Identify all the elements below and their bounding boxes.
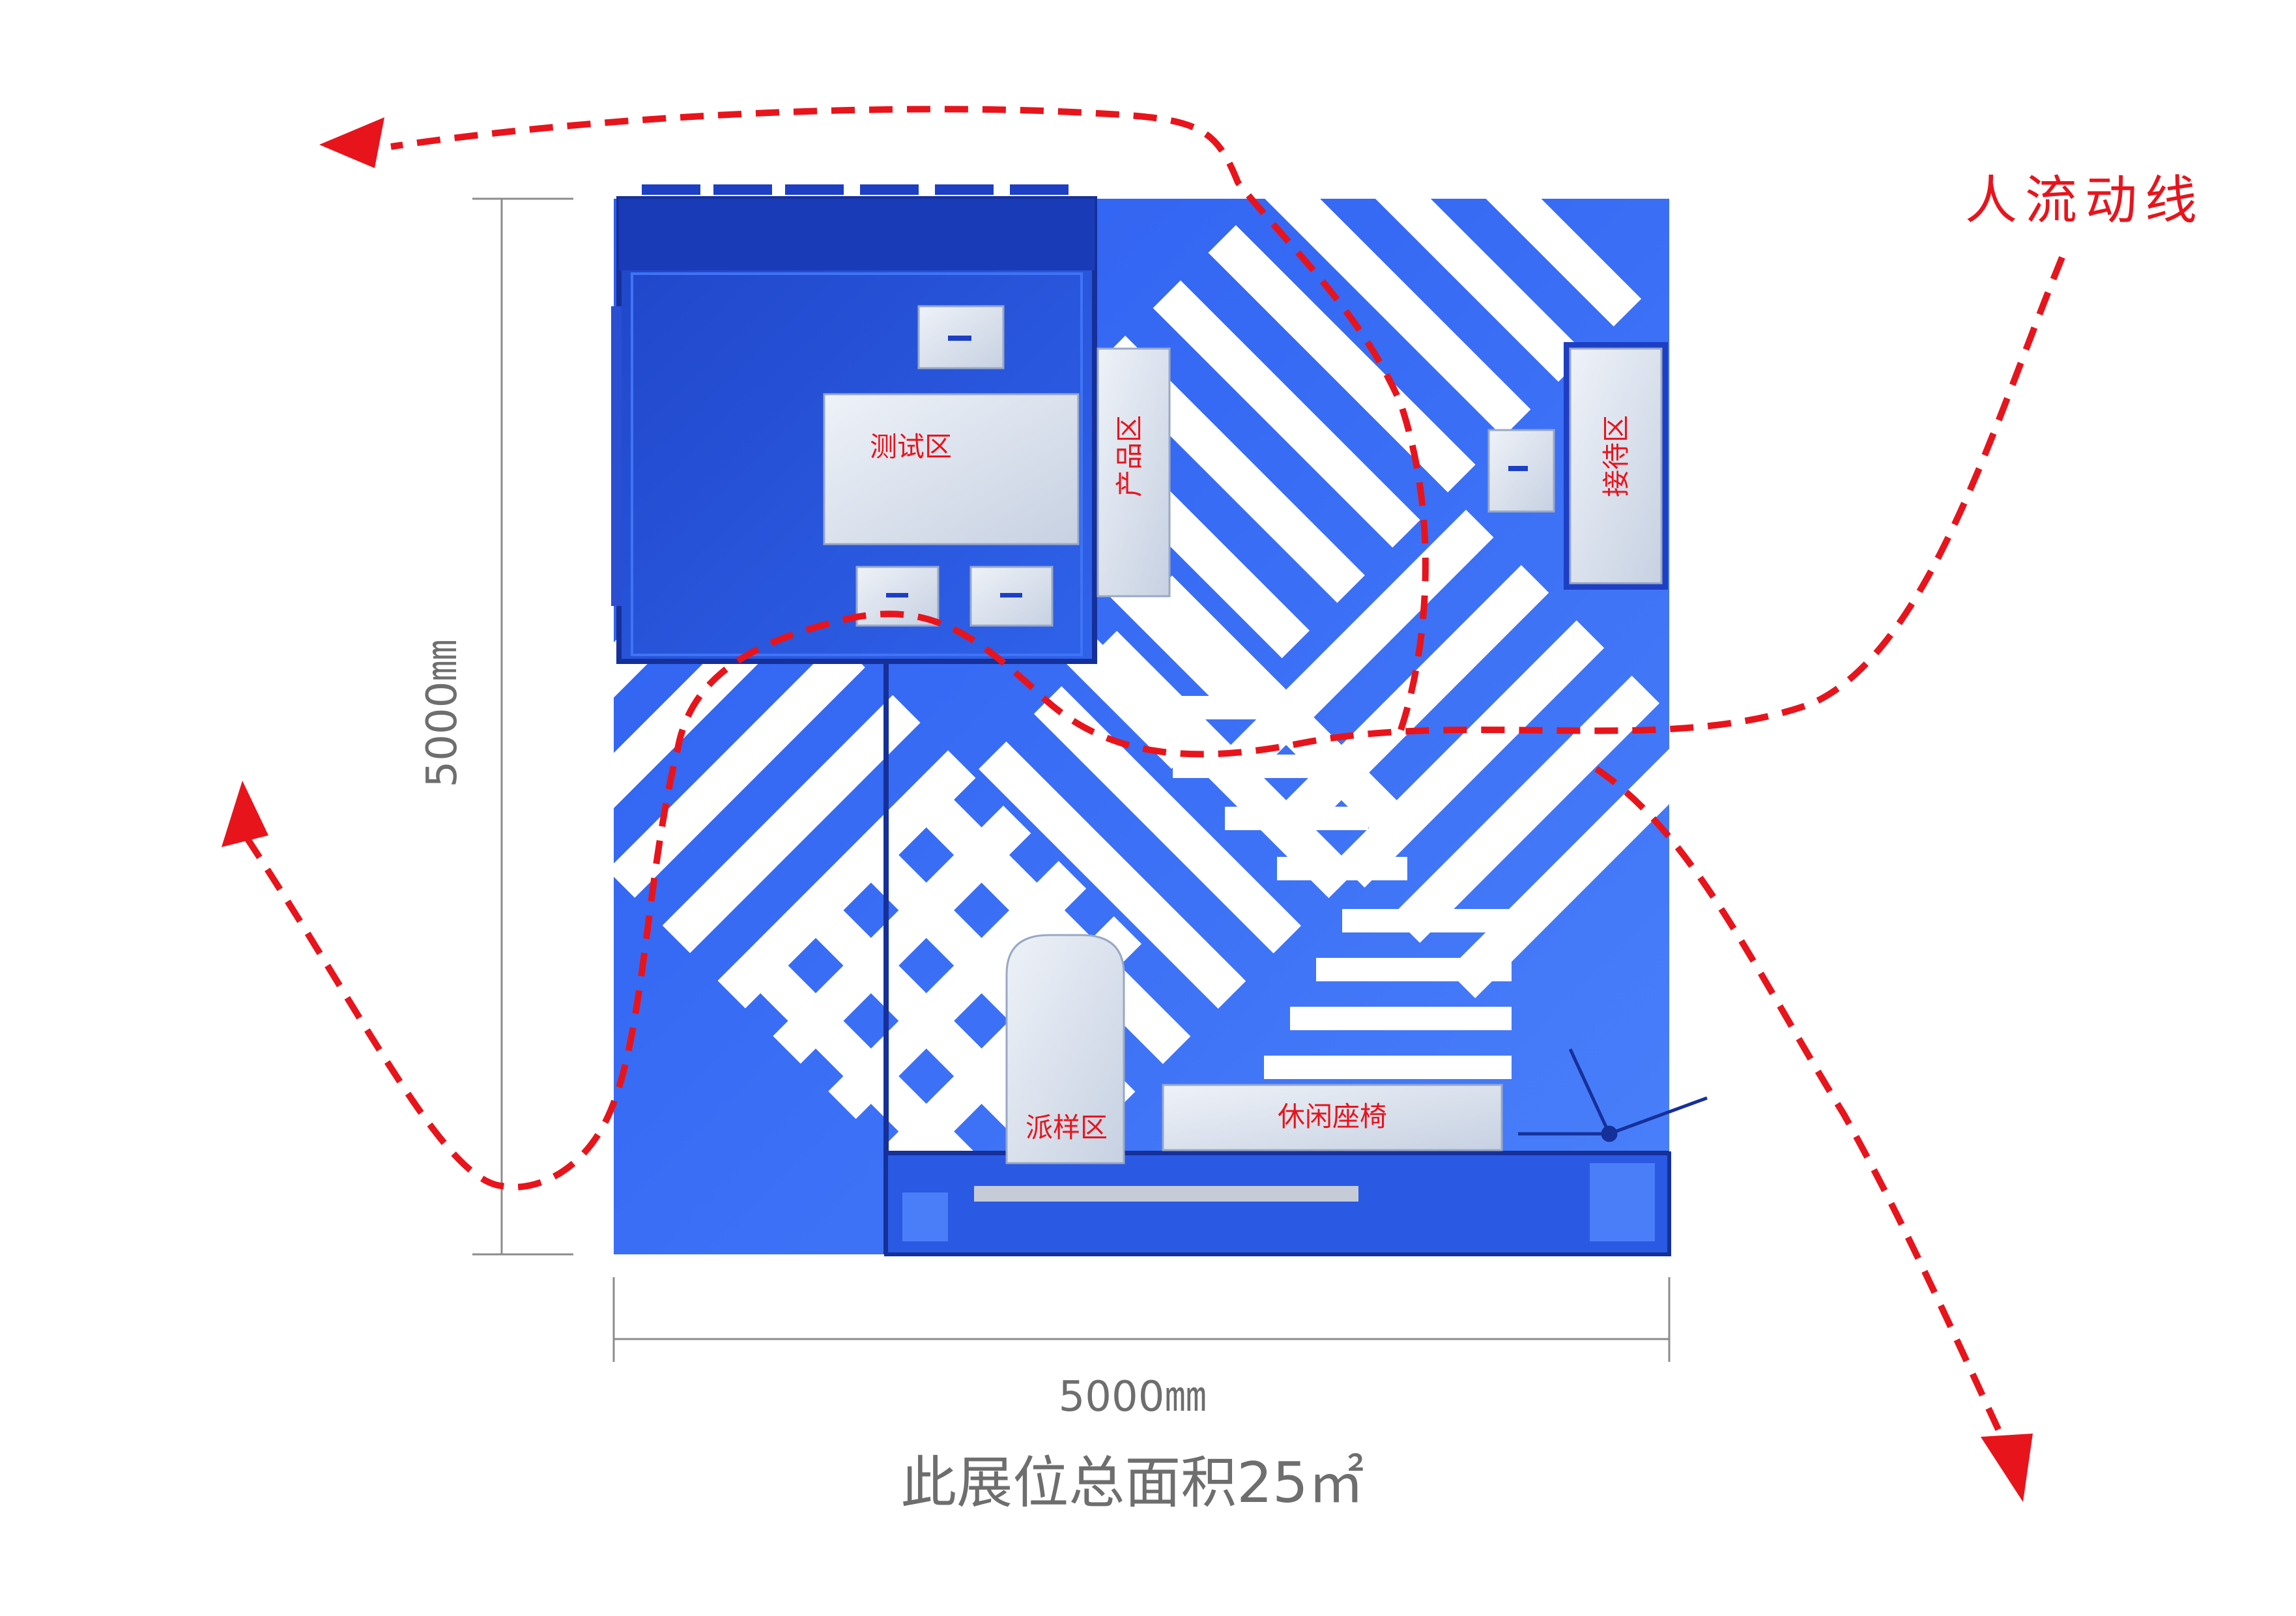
width-dimension (612, 1277, 1671, 1362)
visitor-flow-lines (241, 106, 2065, 1436)
total-area-label: 此展位总面积25㎡ (900, 1450, 1364, 1516)
lounge-seating-label: 休闲座椅 (1278, 1101, 1387, 1133)
test-area-label: 测试区 (870, 431, 952, 463)
test-table (823, 393, 1080, 545)
flow-arrowheads (222, 117, 2033, 1502)
test-room-furniture (823, 305, 1080, 627)
reception-area-label: 接待区 (1600, 415, 1632, 497)
arrow-left-icon (319, 117, 384, 168)
storage-room (884, 1151, 1671, 1256)
product-counter (1097, 347, 1171, 598)
sample-area-label: 派样区 (1026, 1112, 1108, 1144)
lounge-bench (1162, 1084, 1503, 1151)
product-area-label: 产品区 (1113, 415, 1145, 497)
width-dimension-label: 5000㎜ (1059, 1373, 1207, 1421)
top-header-strip (642, 184, 1069, 195)
lamp-icon (1518, 1048, 1708, 1142)
flow-title: 人流动线 (1965, 170, 2205, 231)
reception-desk (1487, 342, 1668, 590)
arrow-down-icon (1981, 1434, 2033, 1502)
height-dimension (472, 197, 573, 1256)
height-dimension-label: 5000㎜ (418, 640, 466, 788)
sample-counter (974, 934, 1358, 1202)
arrow-up-icon (222, 781, 268, 847)
